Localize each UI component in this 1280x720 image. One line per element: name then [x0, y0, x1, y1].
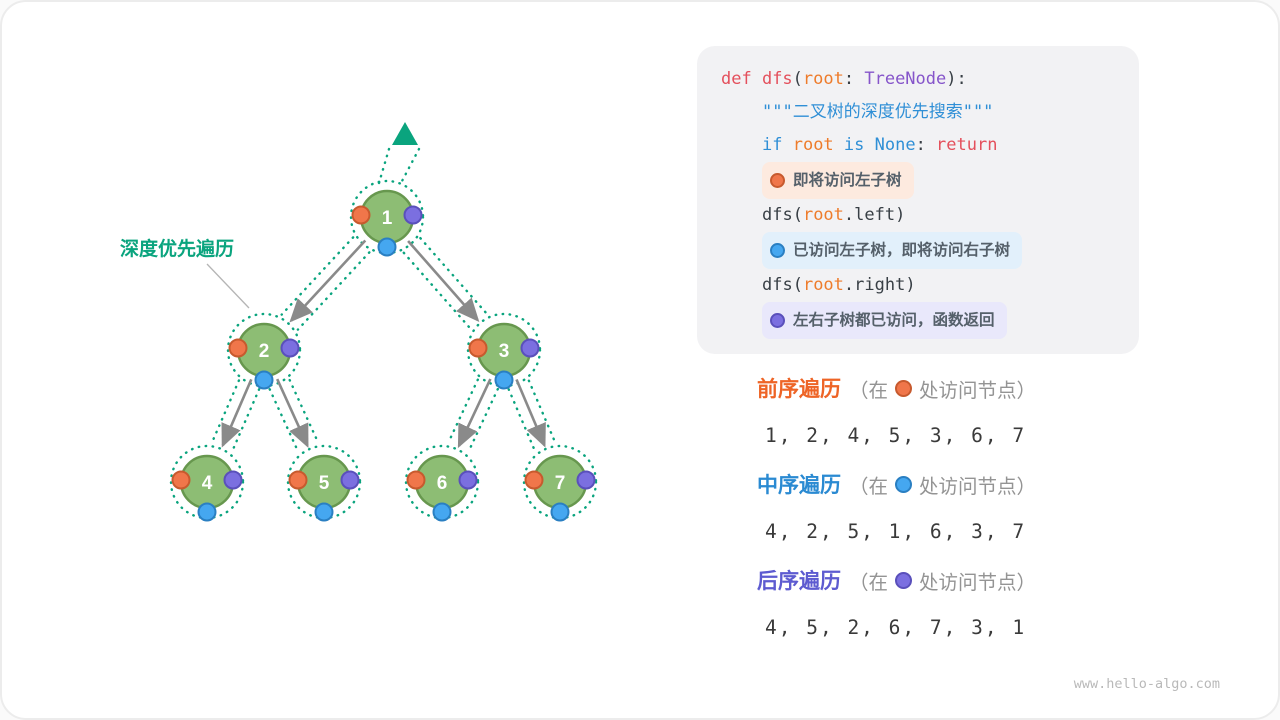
preorder-heading: 前序遍历 （在 处访问节点）	[757, 374, 1036, 402]
code-block: def dfs(root: TreeNode): """二叉树的深度优先搜索""…	[697, 46, 1139, 354]
preorder-dot-icon	[895, 379, 913, 397]
inorder-visit-dot-icon	[377, 237, 397, 257]
inorder-visit-dot-icon	[197, 502, 217, 522]
traversal-start-triangle-icon	[392, 122, 418, 145]
annotation-postorder: 左右子树都已访问，函数返回	[762, 302, 1007, 339]
code-token: ):	[946, 69, 967, 89]
code-token: return	[936, 135, 998, 155]
postorder-sequence: 4, 5, 2, 6, 7, 3, 1	[765, 616, 1027, 639]
annotation-text: 已访问左子树，即将访问右子树	[793, 242, 1011, 259]
code-line: def dfs(root: TreeNode):	[721, 63, 1115, 96]
code-line: dfs(root.left)	[721, 199, 1115, 232]
traversal-note: （在 处访问节点）	[849, 374, 1036, 403]
preorder-visit-dot-icon	[524, 470, 544, 490]
binary-tree-diagram: 1 2 3 4 5 6 7	[120, 122, 598, 522]
code-token: :	[843, 69, 855, 89]
tree-node-label: 5	[319, 473, 330, 494]
code-token: root	[802, 69, 844, 89]
code-line: 已访问左子树，即将访问右子树	[721, 232, 1115, 269]
preorder-visit-dot-icon	[228, 338, 248, 358]
code-token: if	[762, 135, 783, 155]
dfs-contour	[169, 147, 598, 520]
inorder-visit-dot-icon	[494, 370, 514, 390]
postorder-visit-dot-icon	[340, 470, 360, 490]
code-token: dfs	[751, 69, 793, 89]
inorder-dot-icon	[895, 475, 913, 493]
code-line: """二叉树的深度优先搜索"""	[721, 96, 1115, 129]
preorder-visit-dot-icon	[406, 470, 426, 490]
inorder-visit-dot-icon	[314, 502, 334, 522]
note-open: （在	[849, 571, 889, 594]
tree-node-label: 6	[437, 473, 448, 494]
postorder-visit-dot-icon	[280, 338, 300, 358]
preorder-sequence: 1, 2, 4, 5, 3, 6, 7	[765, 424, 1027, 447]
tree-edges	[221, 239, 546, 449]
code-line: dfs(root.right)	[721, 269, 1115, 302]
postorder-visit-dot-icon	[223, 470, 243, 490]
code-token: root	[782, 135, 844, 155]
preorder-visit-dot-icon	[351, 205, 371, 225]
note-close: 处访问节点）	[919, 379, 1037, 402]
code-token: :	[915, 135, 937, 155]
preorder-visit-dot-icon	[468, 338, 488, 358]
postorder-dot-icon	[895, 571, 913, 589]
postorder-visit-dot-icon	[403, 205, 423, 225]
inorder-visit-dot-icon	[254, 370, 274, 390]
dfs-traversal-label: 深度优先遍历	[120, 237, 234, 260]
tree-node-label: 3	[499, 341, 510, 362]
postorder-dot-icon	[770, 313, 785, 328]
code-token: root	[802, 205, 844, 225]
inorder-heading: 中序遍历 （在 处访问节点）	[757, 470, 1036, 498]
code-token: def	[721, 69, 752, 89]
traversal-name: 后序遍历	[757, 570, 841, 593]
postorder-visit-dot-icon	[520, 338, 540, 358]
preorder-dot-icon	[770, 173, 785, 188]
traversal-results: 前序遍历 （在 处访问节点） 1, 2, 4, 5, 3, 6, 7 中序遍历 …	[757, 374, 1036, 640]
traversal-note: （在 处访问节点）	[849, 566, 1036, 595]
tree-node-label: 1	[382, 208, 393, 229]
traversal-note: （在 处访问节点）	[849, 470, 1036, 499]
watermark: www.hello-algo.com	[1073, 676, 1220, 692]
annotation-preorder: 即将访问左子树	[762, 162, 914, 199]
code-token: dfs(	[762, 205, 803, 225]
tree-node-label: 4	[202, 473, 213, 494]
tree-node-label: 7	[555, 473, 566, 494]
inorder-dot-icon	[770, 243, 785, 258]
traversal-name: 中序遍历	[757, 474, 841, 497]
preorder-visit-dot-icon	[288, 470, 308, 490]
code-line: 即将访问左子树	[721, 162, 1115, 199]
annotation-text: 即将访问左子树	[793, 172, 902, 189]
code-token: TreeNode	[854, 69, 947, 89]
note-close: 处访问节点）	[919, 475, 1037, 498]
code-token: root	[802, 275, 844, 295]
code-token: is None	[843, 135, 916, 155]
traversal-name: 前序遍历	[757, 378, 841, 401]
code-line: if root is None: return	[721, 129, 1115, 162]
inorder-visit-dot-icon	[550, 502, 570, 522]
note-open: （在	[849, 475, 889, 498]
code-token: dfs(	[762, 275, 803, 295]
inorder-visit-dot-icon	[432, 502, 452, 522]
inorder-sequence: 4, 2, 5, 1, 6, 3, 7	[765, 520, 1027, 543]
note-close: 处访问节点）	[919, 571, 1037, 594]
annotation-inorder: 已访问左子树，即将访问右子树	[762, 232, 1023, 269]
postorder-visit-dot-icon	[576, 470, 596, 490]
code-line: 左右子树都已访问，函数返回	[721, 302, 1115, 339]
code-token: (	[792, 69, 803, 89]
code-token: .right)	[843, 275, 916, 295]
note-open: （在	[849, 379, 889, 402]
code-token: .left)	[843, 205, 906, 225]
postorder-heading: 后序遍历 （在 处访问节点）	[757, 566, 1036, 594]
docstring: """二叉树的深度优先搜索"""	[762, 102, 994, 122]
tree-node-label: 2	[259, 341, 270, 362]
label-pointer-line	[206, 263, 250, 309]
postorder-visit-dot-icon	[458, 470, 478, 490]
preorder-visit-dot-icon	[171, 470, 191, 490]
annotation-text: 左右子树都已访问，函数返回	[793, 312, 995, 329]
visit-point-dots	[171, 205, 596, 522]
